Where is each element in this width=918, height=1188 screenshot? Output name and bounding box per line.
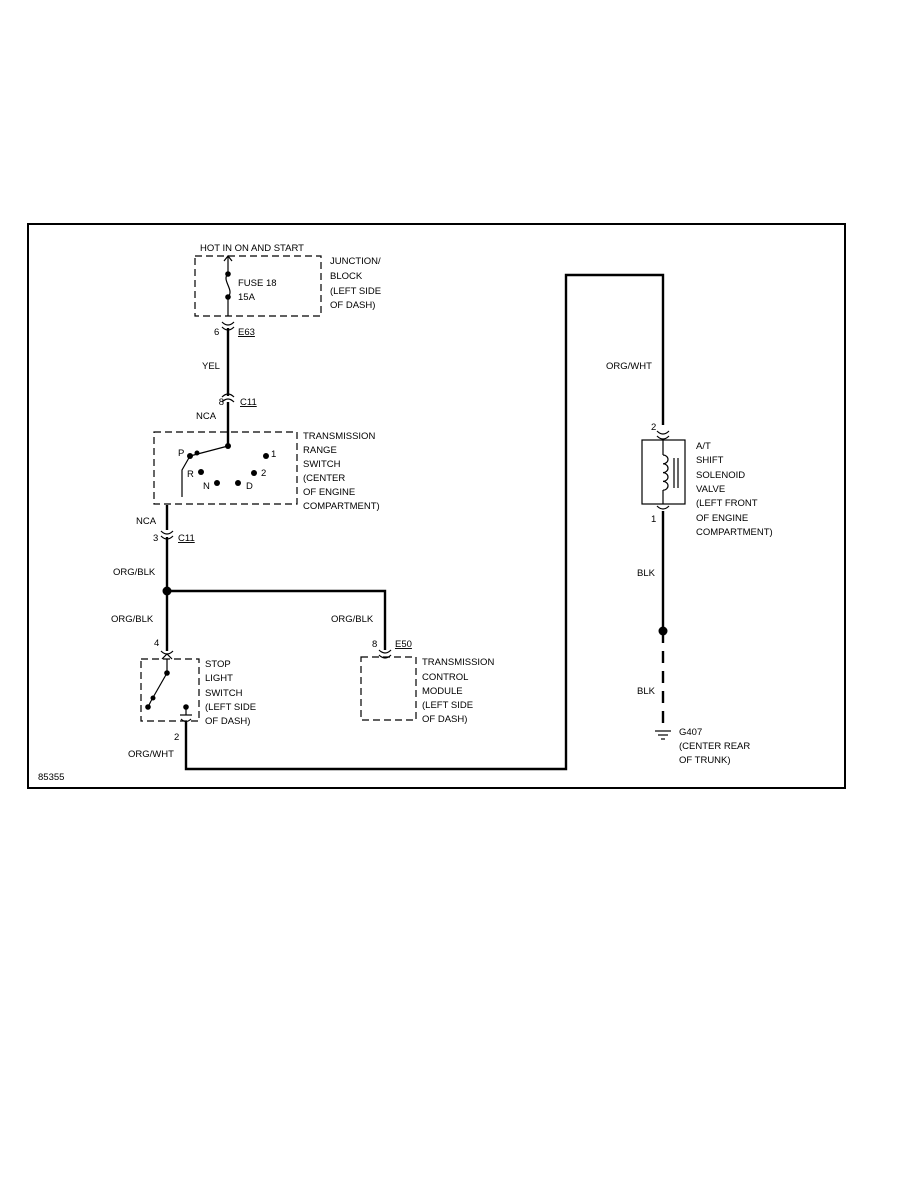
connector-c11-top-pin: 8 [219,397,224,408]
connector-e63: 6 E63 [214,321,255,338]
range-switch-label-3: SWITCH [303,459,341,470]
tcm-connector-name: E50 [395,639,412,650]
stop-switch-label-2: LIGHT [205,673,233,684]
wire-org-blk-stop-label: ORG/BLK [111,614,154,625]
range-position-1: 1 [271,449,276,460]
connector-c11-top: 8 C11 [219,393,257,408]
solenoid-coil-icon [662,454,669,491]
stop-switch-label-3: SWITCH [205,688,243,699]
wire-org-wht-right-label: ORG/WHT [606,361,652,372]
range-switch-label-5: OF ENGINE [303,487,355,498]
solenoid-pin-out: 1 [651,514,656,525]
solenoid-pin-in: 2 [651,422,656,433]
wire-org-wht [184,273,665,771]
junction-block-label-1: JUNCTION/ [330,256,381,267]
range-switch-label-6: COMPARTMENT) [303,501,380,512]
ground-label-2: (CENTER REAR [679,741,750,752]
solenoid-label-2: SHIFT [696,455,724,466]
ground-label-3: OF TRUNK) [679,755,731,766]
fuse-rating: 15A [238,292,256,303]
wire-yel-label: YEL [202,361,220,372]
solenoid-label-4: VALVE [696,484,725,495]
diagram-frame [27,223,846,789]
tcm-pin: 8 [372,639,377,650]
supply-label: HOT IN ON AND START [200,243,304,254]
transmission-range-switch: P 1 R 2 N D TRANSMISSION RANGE SWITCH (C… [153,431,380,512]
stop-switch-label-1: STOP [205,659,231,670]
wire-blk-lower-label: BLK [637,686,656,697]
solenoid-label-7: COMPARTMENT) [696,527,773,538]
connector-e63-name: E63 [238,327,255,338]
figure-id: 85355 [38,772,64,783]
stop-switch-pin-out: 2 [174,732,179,743]
wire-nca-bottom-label: NCA [136,516,157,527]
connector-c11-bottom: 3 C11 [153,530,195,544]
stop-switch-label-5: OF DASH) [205,716,250,727]
junction-block-label-2: BLOCK [330,271,363,282]
range-switch-label-1: TRANSMISSION [303,431,375,442]
solenoid-label-1: A/T [696,441,711,452]
wire-org-blk-main-label: ORG/BLK [113,567,156,578]
range-position-r: R [187,469,194,480]
tcm-outline [360,656,417,721]
wire-nca-top-label: NCA [196,411,217,422]
junction-block-label-4: OF DASH) [330,300,375,311]
tcm-label-2: CONTROL [422,672,468,683]
range-switch-label-2: RANGE [303,445,337,456]
wire-org-blk-tcm-label: ORG/BLK [331,614,374,625]
junction-block: HOT IN ON AND START FUSE 18 15A JUNCTION… [194,243,381,317]
solenoid-label-6: OF ENGINE [696,513,748,524]
connector-c11-bottom-name: C11 [178,533,195,544]
tcm-label-1: TRANSMISSION [422,657,494,668]
wire-blk-upper-label: BLK [637,568,656,579]
tcm-label-4: (LEFT SIDE [422,700,473,711]
tcm-label-3: MODULE [422,686,463,697]
connector-e63-pin: 6 [214,327,219,338]
stop-light-switch: 4 STOP LIGHT SWITCH (LEFT SIDE OF DASH) … [140,638,256,743]
transmission-control-module: 8 E50 TRANSMISSION CONTROL MODULE (LEFT … [360,639,494,725]
wire-org-wht-bottom-label: ORG/WHT [128,749,174,760]
wire-org-blk-tcm [167,589,387,650]
solenoid-label-5: (LEFT FRONT [696,498,758,509]
solenoid-label-3: SOLENOID [696,470,745,481]
range-position-p: P [178,448,184,459]
range-position-2: 2 [261,468,266,479]
junction-block-label-3: (LEFT SIDE [330,286,381,297]
fuse-icon [225,273,231,298]
stop-switch-pin-in: 4 [154,638,159,649]
range-switch-outline [153,431,298,505]
ground-label-1: G407 [679,727,702,738]
range-position-d: D [246,481,253,492]
junction-block-outline [194,255,322,317]
range-switch-label-4: (CENTER [303,473,345,484]
tcm-label-5: OF DASH) [422,714,467,725]
connector-c11-bottom-pin: 3 [153,533,158,544]
shift-solenoid-valve: 2 1 A/T SHIFT SOLENOID VALVE (LEFT FRONT… [641,422,773,538]
stop-switch-outline [140,658,200,722]
ground-icon [655,730,671,740]
fuse-name: FUSE 18 [238,278,277,289]
stop-switch-label-4: (LEFT SIDE [205,702,256,713]
connector-c11-top-name: C11 [240,397,257,408]
range-position-n: N [203,481,210,492]
